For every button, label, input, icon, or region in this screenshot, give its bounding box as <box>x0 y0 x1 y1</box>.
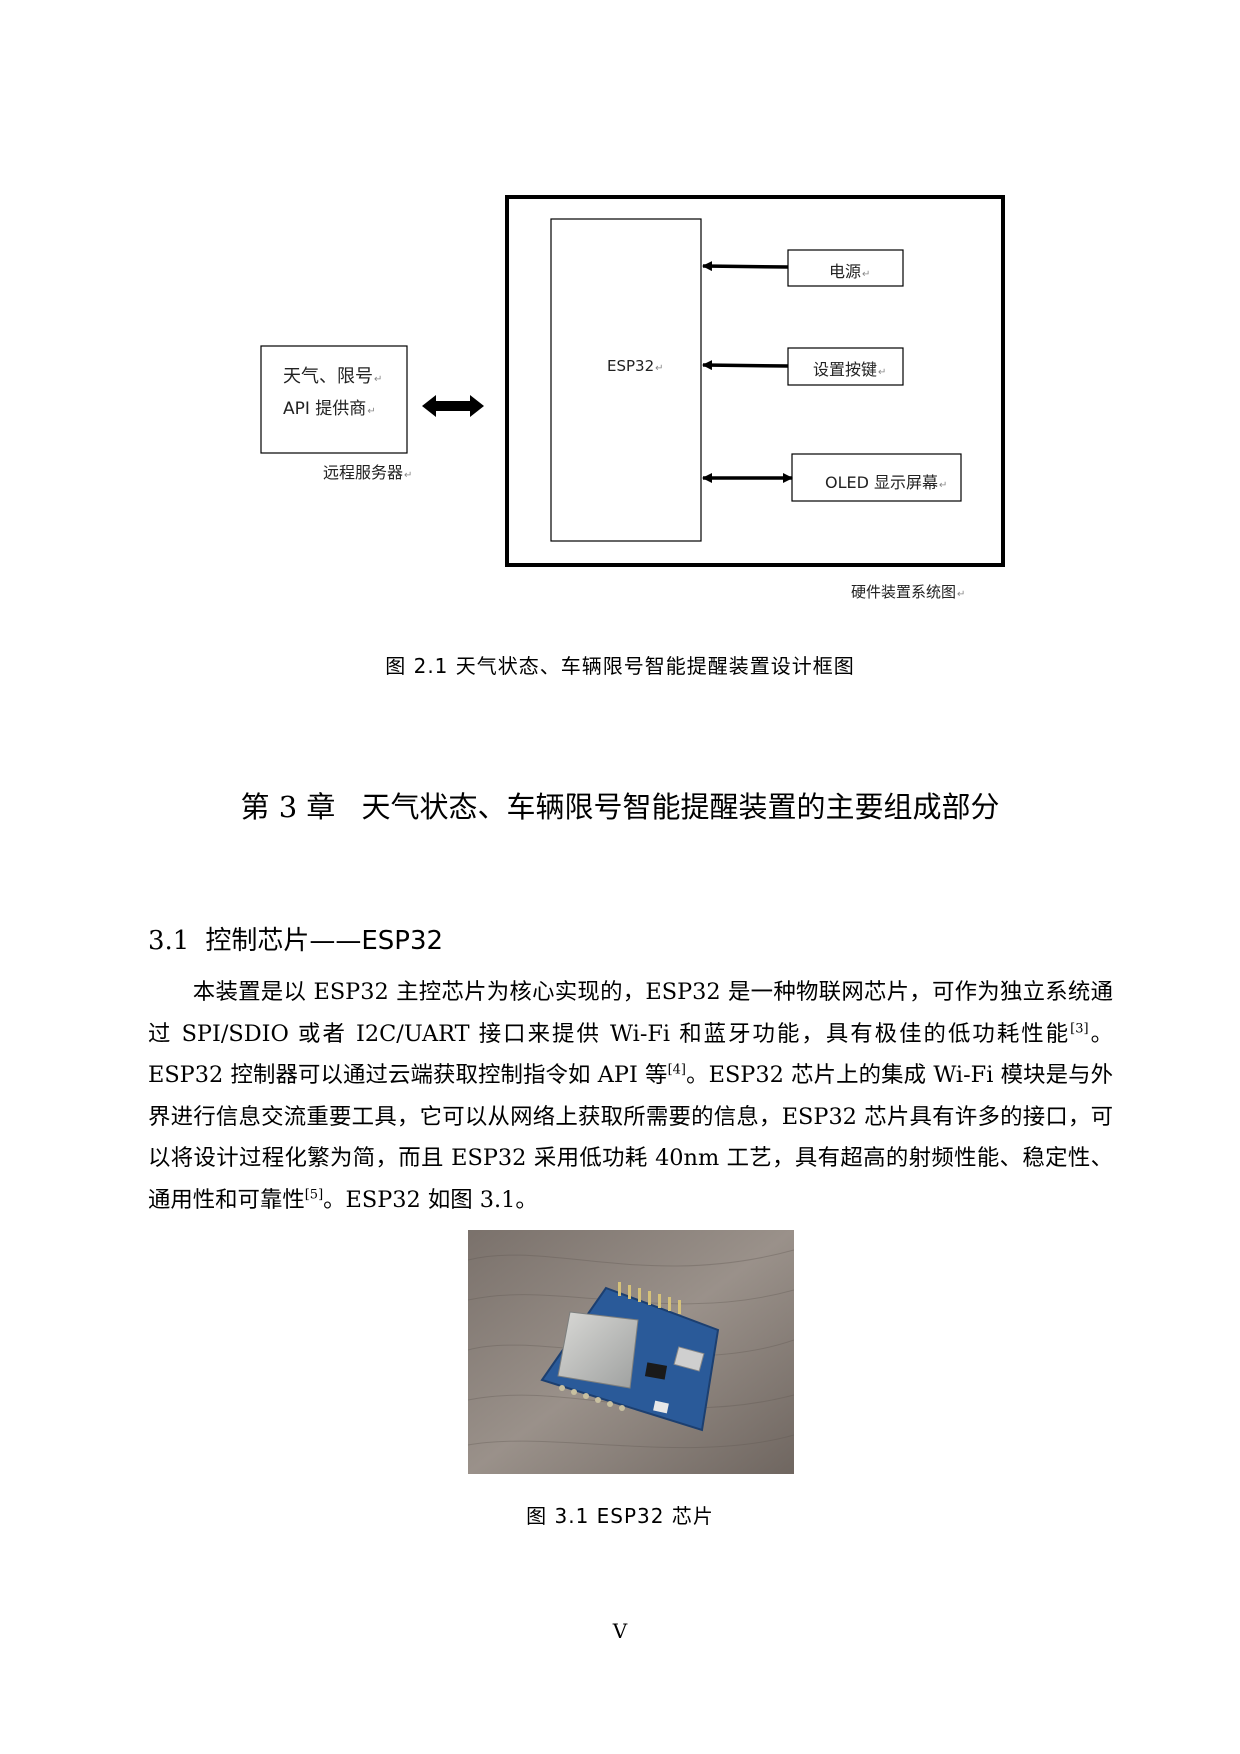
hardware-system-label: 硬件装置系统图 <box>851 583 957 601</box>
esp32-box <box>550 218 702 542</box>
api-provider-label-line1: 天气、限号 <box>283 366 373 387</box>
section-title: 控制芯片——ESP32 <box>205 926 444 956</box>
figure-2-1-caption: 图 2.1 天气状态、车辆限号智能提醒装置设计框图 <box>385 654 855 678</box>
power-arrow <box>702 261 789 272</box>
chapter-number: 第 3 章 <box>240 790 336 824</box>
settings-key-box <box>787 347 904 386</box>
power-box <box>787 249 904 287</box>
citation-5: [5] <box>304 1187 324 1203</box>
citation-3: [3] <box>1070 1021 1089 1037</box>
paragraph-text-1: 本装置是以 ESP32 主控芯片为核心实现的，ESP32 是一种物联网芯片，可作… <box>148 979 1113 1047</box>
figure-3-1-caption: 图 3.1 ESP32 芯片 <box>526 1504 714 1528</box>
esp32-label: ESP32 <box>607 357 655 375</box>
hardware-frame <box>505 195 1005 567</box>
chapter-title: 天气状态、车辆限号智能提醒装置的主要组成部分 <box>361 790 1000 824</box>
oled-label: OLED 显示屏幕 <box>825 473 939 492</box>
block-diagram: ESP32↵ 电源↵ 设置按键↵ OLED 显示屏幕↵ 天气、限号↵ API 提… <box>0 0 1240 620</box>
paragraph-text-4: 。ESP32 如图 3.1。 <box>323 1186 538 1213</box>
section-number: 3.1 <box>148 926 190 956</box>
esp32-board-photo <box>468 1230 794 1474</box>
paragraph-text-2: 。ESP32 控制器可以通过云端获取控制指令如 API 等 <box>148 1020 1113 1089</box>
api-provider-label-line2: API 提供商 <box>283 399 367 419</box>
power-label: 电源 <box>829 262 862 281</box>
server-double-arrow <box>422 395 484 417</box>
settings-key-arrow <box>702 360 789 371</box>
api-provider-box <box>260 345 408 454</box>
section-heading: 3.1 控制芯片——ESP32 <box>148 920 443 957</box>
remote-server-label: 远程服务器 <box>323 463 404 482</box>
body-paragraph: 本装置是以 ESP32 主控芯片为核心实现的，ESP32 是一种物联网芯片，可作… <box>148 972 1113 1221</box>
citation-4: [4] <box>667 1062 686 1078</box>
block-diagram-lines <box>260 195 1005 567</box>
chapter-heading: 第 3 章天气状态、车辆限号智能提醒装置的主要组成部分 <box>0 784 1240 826</box>
paragraph-text-3: 。ESP32 芯片上的集成 Wi-Fi 模块是与外界进行信息交流重要工具，它可以… <box>148 1062 1113 1213</box>
page-number: V <box>612 1619 628 1643</box>
settings-key-label: 设置按键 <box>813 360 878 379</box>
